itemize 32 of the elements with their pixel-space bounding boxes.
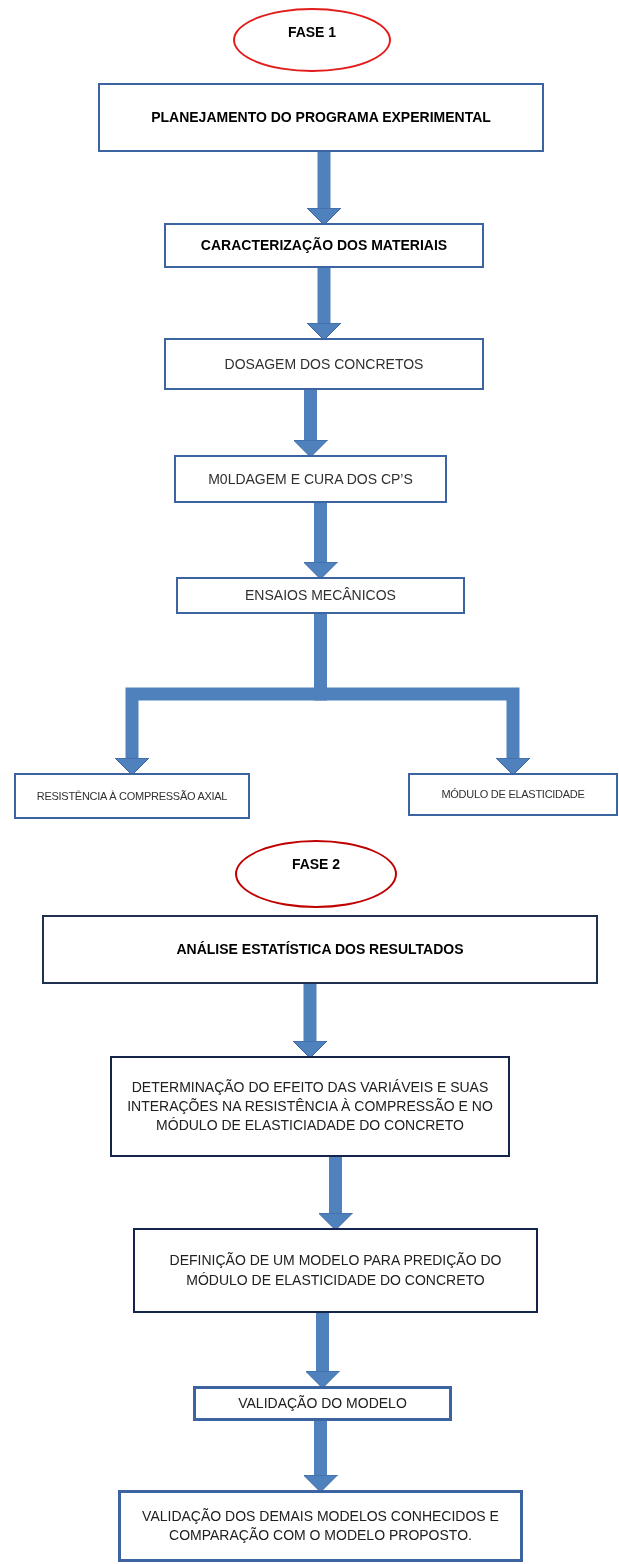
block-arrow <box>293 390 328 458</box>
node-text: DOSAGEM DOS CONCRETOS <box>224 354 424 374</box>
block-arrow <box>306 268 342 341</box>
node-text: M0LDAGEM E CURA DOS CP’S <box>208 469 413 489</box>
node-text: DETERMINAÇÃO DO EFEITO DAS VARIÁVEIS E SUAS INTERAÇÕES NA RESISTÊNCIA À COMPRESSÃO E NO MÓDULO DE ELASTICIADADE DO CONCRETO <box>126 1077 494 1136</box>
node-text: ANÁLISE ESTATÍSTICA DOS RESULTADOS <box>176 940 464 959</box>
node-text: RESISTÊNCIA À COMPRESSÃO AXIAL <box>36 788 228 804</box>
node-text: VALIDAÇÃO DO MODELO <box>238 1393 407 1413</box>
process-box <box>176 577 465 614</box>
process-box <box>164 338 484 390</box>
process-box <box>98 83 544 152</box>
node-text: VALIDAÇÃO DOS DEMAIS MODELOS CONHECIDOS E COMPARAÇÃO COM O MODELO PROPOSTO. <box>141 1506 500 1545</box>
result-box <box>14 773 250 819</box>
block-arrow <box>318 1157 353 1231</box>
node-text: ENSAIOS MECÂNICOS <box>245 586 396 605</box>
result-box <box>408 773 618 816</box>
node-text: PLANEJAMENTO DO PROGRAMA EXPERIMENTAL <box>151 108 491 127</box>
node-text: DEFINIÇÃO DE UM MODELO PARA PREDIÇÃO DO MÓDULO DE ELASTICIDADE DO CONCRETO <box>168 1251 503 1290</box>
process-box <box>193 1386 452 1421</box>
block-arrow <box>292 984 328 1059</box>
node-text: CARACTERIZAÇÃO DOS MATERIAIS <box>200 236 448 255</box>
process-box <box>110 1056 510 1157</box>
process-box <box>118 1490 523 1562</box>
node-text: FASE 1 <box>287 23 337 42</box>
block-arrow <box>303 503 338 580</box>
process-box <box>42 915 598 984</box>
process-box <box>164 223 484 268</box>
block-arrow <box>306 152 342 226</box>
process-box <box>174 455 447 503</box>
process-box <box>133 1228 538 1313</box>
node-text: MÓDULO DE ELASTICIDADE <box>441 787 585 803</box>
node-text: FASE 2 <box>291 855 341 874</box>
